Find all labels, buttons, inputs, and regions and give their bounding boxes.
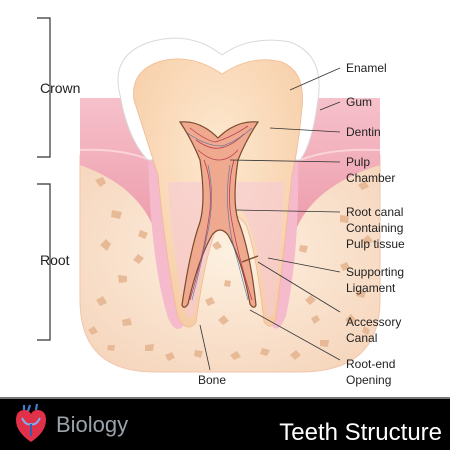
diagram-title: Teeth Structure xyxy=(279,419,442,446)
accessory-canal-label: Accessory Canal xyxy=(346,315,405,345)
enamel-leader xyxy=(289,67,341,91)
accessory-canal xyxy=(241,255,259,263)
pulp-chamber xyxy=(178,121,260,308)
gum-leader xyxy=(319,101,341,111)
pulp-vessels xyxy=(189,125,253,301)
supporting-ligament-label: Supporting Ligament xyxy=(346,265,407,295)
root-canal-label: Root canal Containing Pulp tissue xyxy=(346,205,407,251)
subject-label: Biology xyxy=(56,412,129,437)
pulp-vessels xyxy=(185,127,253,301)
gum-label: Gum xyxy=(346,95,372,109)
footer-bar xyxy=(0,397,450,450)
footer-divider xyxy=(0,397,450,399)
dentin-label: Dentin xyxy=(346,125,381,139)
bone-leader xyxy=(199,324,211,371)
root-bracket xyxy=(37,183,51,341)
root-end-leader xyxy=(249,309,341,361)
pulp-chamber-leader xyxy=(229,159,341,163)
root-end-opening-label: Root-end Opening xyxy=(346,357,399,387)
root-cementum xyxy=(168,182,284,318)
crown-label: Crown xyxy=(40,80,80,96)
root-label: Root xyxy=(40,252,70,268)
heart-logo-icon xyxy=(16,404,46,442)
accessory-canal-leader xyxy=(257,261,341,313)
ligament-leader xyxy=(267,257,341,273)
bone-label: Bone xyxy=(198,373,226,387)
root-canal-leader xyxy=(235,209,341,213)
pulp-chamber-label: Pulp Chamber xyxy=(346,155,395,185)
dentin-leader xyxy=(269,127,341,133)
crown-bracket xyxy=(37,17,51,158)
enamel-label: Enamel xyxy=(346,61,387,75)
